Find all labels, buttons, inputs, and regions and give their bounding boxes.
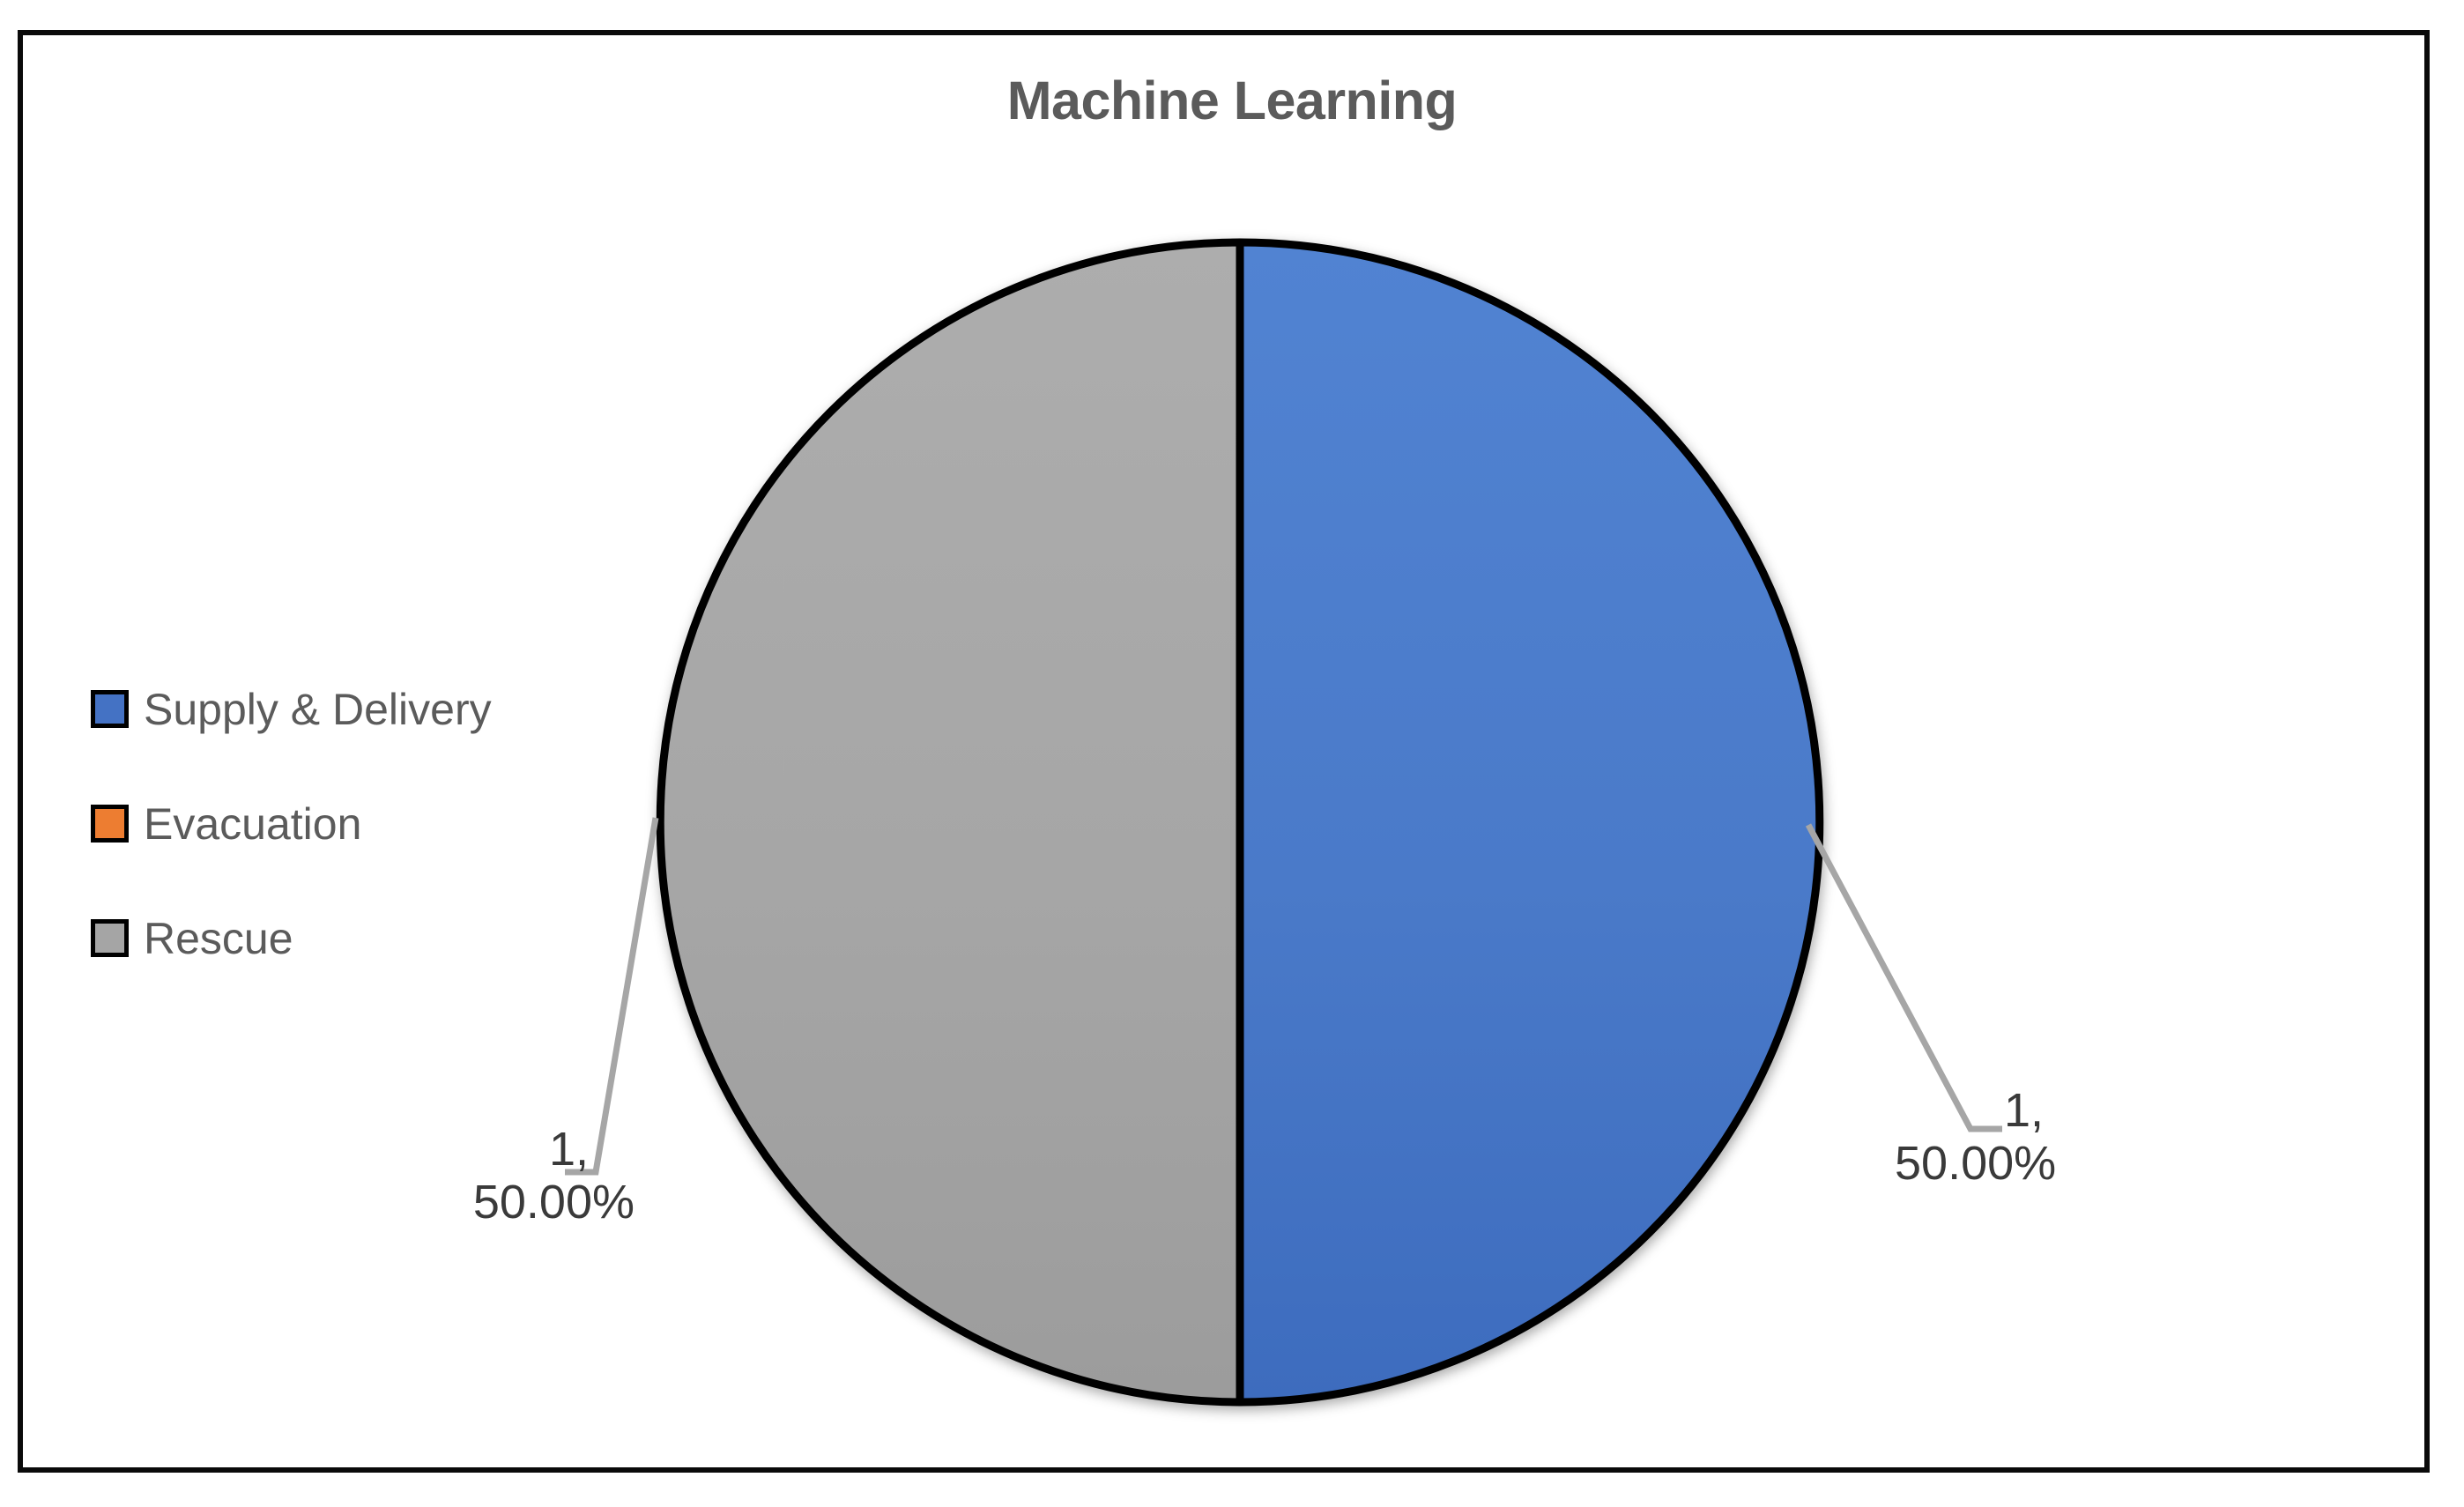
legend-swatch-evacuation: [91, 805, 129, 843]
data-label-rescue-percent: 50.00%: [472, 1176, 635, 1229]
legend-swatch-rescue: [91, 919, 129, 957]
pie-chart-graphic: [656, 238, 1824, 1407]
pie-slice-supply-delivery[interactable]: [1236, 238, 1824, 1407]
chart-title: Machine Learning: [1006, 71, 1458, 130]
data-label-supply-delivery-percent: 50.00%: [1895, 1137, 2057, 1191]
legend-label-rescue: Rescue: [144, 913, 293, 963]
legend-item-supply-delivery[interactable]: Supply & Delivery: [91, 677, 492, 741]
chart-legend: Supply & Delivery Evacuation Rescue: [91, 677, 492, 1021]
legend-label-supply-delivery: Supply & Delivery: [144, 684, 492, 734]
data-label-supply-delivery[interactable]: 1, 50.00%: [1895, 1084, 2265, 1191]
data-label-rescue-value: 1,: [548, 1123, 589, 1176]
pie-slice-rescue[interactable]: [656, 238, 1244, 1407]
pie-chart-plot-area: [654, 236, 1826, 1408]
data-label-rescue[interactable]: 1, 50.00%: [264, 1123, 635, 1229]
legend-item-rescue[interactable]: Rescue: [91, 906, 492, 970]
data-label-supply-delivery-value: 1,: [2004, 1084, 2045, 1137]
legend-label-evacuation: Evacuation: [144, 798, 362, 849]
legend-swatch-supply-delivery: [91, 690, 129, 728]
legend-item-evacuation[interactable]: Evacuation: [91, 791, 492, 856]
